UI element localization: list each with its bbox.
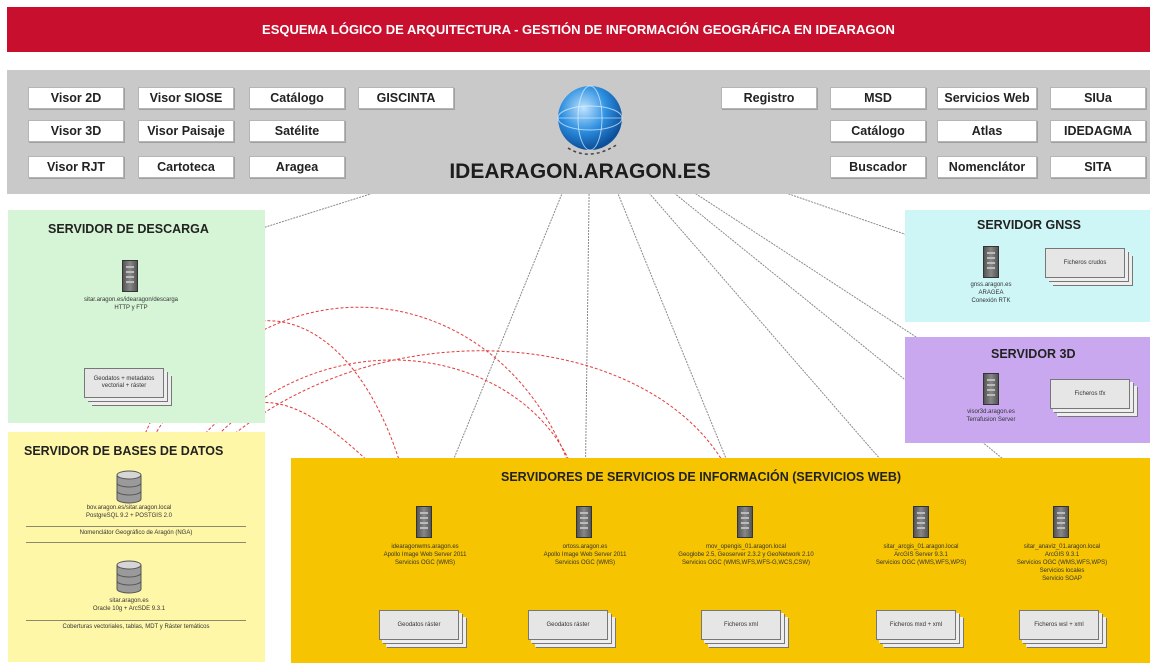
db1-sub: PostgreSQL 9.2 + POSTGIS 2.0 bbox=[86, 513, 172, 519]
svc-server-line3: Servicios OGC (WMS) bbox=[555, 560, 615, 566]
database-icon bbox=[116, 560, 142, 594]
app-giscinta-button[interactable]: GISCINTA bbox=[358, 87, 454, 109]
db1-note: Nomenclátor Geográfico de Aragón (NGA) bbox=[79, 530, 193, 536]
zone-servicios-title: SERVIDORES DE SERVICIOS DE INFORMACIÓN (… bbox=[501, 470, 902, 484]
server-icon bbox=[576, 506, 592, 538]
app-atlas-button[interactable]: Atlas bbox=[937, 120, 1037, 142]
globe-icon[interactable] bbox=[548, 78, 632, 162]
app-catalogo-button[interactable]: Catálogo bbox=[249, 87, 345, 109]
svc-server-line2: Geoglobe 2.5, Geoserver 2.3.2 y GeoNetwo… bbox=[678, 552, 814, 558]
app-visor-paisaje-button[interactable]: Visor Paisaje bbox=[138, 120, 234, 142]
divider bbox=[26, 526, 246, 527]
db2-label: sitar.aragon.es bbox=[109, 598, 149, 604]
zone-3d-title: SERVIDOR 3D bbox=[991, 347, 1076, 361]
svc-server-line3: Servicios OGC (WMS,WFS,WFS-G,WCS,CSW) bbox=[682, 560, 810, 566]
divider bbox=[26, 620, 246, 621]
zone-bases-datos-title: SERVIDOR DE BASES DE DATOS bbox=[24, 444, 224, 458]
descarga-doc: Geodatos + metadatos vectorial + ráster bbox=[84, 368, 164, 398]
3d-server-sub: Terrafusion Server bbox=[966, 417, 1016, 423]
svc-server-line2: ArcGIS Server 9.3.1 bbox=[894, 552, 948, 558]
db2-note: Coberturas vectoriales, tablas, MDT y Rá… bbox=[62, 624, 210, 630]
gnss-doc: Ficheros crudos bbox=[1045, 248, 1125, 278]
app-registro-button[interactable]: Registro bbox=[721, 87, 817, 109]
zone-servicios: SERVIDORES DE SERVICIOS DE INFORMACIÓN (… bbox=[291, 458, 1150, 663]
zone-descarga-title: SERVIDOR DE DESCARGA bbox=[48, 222, 209, 236]
app-satelite-button[interactable]: Satélite bbox=[249, 120, 345, 142]
svc-server-line3: Servicios OGC (WMS) bbox=[395, 560, 455, 566]
server-icon bbox=[737, 506, 753, 538]
app-visor-siose-button[interactable]: Visor SIOSE bbox=[138, 87, 234, 109]
3d-doc: Ficheros tfx bbox=[1050, 379, 1130, 409]
app-visor-rjt-button[interactable]: Visor RJT bbox=[28, 156, 124, 178]
app-nomenclator-button[interactable]: Nomenclátor bbox=[937, 156, 1037, 178]
svc-server-name: ortoss.aragon.es bbox=[562, 544, 608, 550]
svc-server-line4: Servicios locales bbox=[1039, 568, 1085, 574]
app-visor-2d-button[interactable]: Visor 2D bbox=[28, 87, 124, 109]
app-sita-button[interactable]: SITA bbox=[1050, 156, 1146, 178]
svc-doc: Ficheros mxd + xml bbox=[876, 610, 956, 640]
db1-label: bov.aragon.es/sitar.aragon.local bbox=[86, 505, 172, 511]
descarga-server-label: sitar.aragon.es/idearagon/descarga bbox=[83, 297, 179, 303]
3d-server-label: visor3d.aragon.es bbox=[967, 409, 1015, 415]
zone-bases-datos: SERVIDOR DE BASES DE DATOS bov.aragon.es… bbox=[8, 432, 265, 662]
svc-doc: Ficheros wsl + xml bbox=[1019, 610, 1099, 640]
svc-server-name: sitar_anaviz_01.aragon.local bbox=[1023, 544, 1101, 550]
descarga-server-sub: HTTP y FTP bbox=[114, 305, 148, 311]
svc-server-name: sitar_arcgis_01.aragon.local bbox=[883, 544, 959, 550]
page-title: ESQUEMA LÓGICO DE ARQUITECTURA - GESTIÓN… bbox=[7, 7, 1150, 52]
gnss-server-sub2: Conexión RTK bbox=[971, 298, 1011, 304]
zone-gnss: SERVIDOR GNSS gnss.aragon.es ARAGEA Cone… bbox=[905, 210, 1150, 322]
database-icon bbox=[116, 470, 142, 504]
svc-doc: Geodatos ráster bbox=[528, 610, 608, 640]
app-servicios-web-button[interactable]: Servicios Web bbox=[937, 87, 1037, 109]
server-icon bbox=[1053, 506, 1069, 538]
zone-descarga: SERVIDOR DE DESCARGA sitar.aragon.es/ide… bbox=[8, 210, 265, 423]
app-catalogo-right-button[interactable]: Catálogo bbox=[830, 120, 926, 142]
app-visor-3d-button[interactable]: Visor 3D bbox=[28, 120, 124, 142]
app-siua-button[interactable]: SIUa bbox=[1050, 87, 1146, 109]
gnss-server-sub1: ARAGEA bbox=[978, 290, 1004, 296]
svc-server-line2: Apollo Image Web Server 2011 bbox=[543, 552, 627, 558]
svc-server-line2: ArcGIS 9.3.1 bbox=[1044, 552, 1080, 558]
svc-server-name: mov_opengis_01.aragon.local bbox=[705, 544, 787, 550]
domain-label: IDEARAGON.ARAGON.ES bbox=[449, 160, 711, 183]
svc-server-name: idearagonwms.aragon.es bbox=[391, 544, 459, 550]
app-aragea-button[interactable]: Aragea bbox=[249, 156, 345, 178]
svc-doc: Geodatos ráster bbox=[379, 610, 459, 640]
gnss-server-label: gnss.aragon.es bbox=[970, 282, 1012, 288]
app-buscador-button[interactable]: Buscador bbox=[830, 156, 926, 178]
db2-sub: Oracle 10g + ArcSDE 9.3.1 bbox=[92, 606, 166, 612]
server-icon bbox=[983, 246, 999, 278]
app-msd-button[interactable]: MSD bbox=[830, 87, 926, 109]
server-icon bbox=[122, 260, 138, 292]
divider bbox=[26, 542, 246, 543]
svc-server-line3: Servicios OGC (WMS,WFS,WPS) bbox=[875, 560, 967, 566]
zone-3d: SERVIDOR 3D visor3d.aragon.es Terrafusio… bbox=[905, 337, 1150, 443]
app-idedagma-button[interactable]: IDEDAGMA bbox=[1050, 120, 1146, 142]
svc-server-line2: Apollo Image Web Server 2011 bbox=[383, 552, 467, 558]
svc-doc: Ficheros xml bbox=[701, 610, 781, 640]
server-icon bbox=[913, 506, 929, 538]
server-icon bbox=[983, 373, 999, 405]
svc-server-line5: Servicio SOAP bbox=[1042, 576, 1082, 582]
svc-server-line3: Servicios OGC (WMS,WFS,WPS) bbox=[1016, 560, 1108, 566]
server-icon bbox=[416, 506, 432, 538]
zone-gnss-title: SERVIDOR GNSS bbox=[977, 218, 1081, 232]
app-cartoteca-button[interactable]: Cartoteca bbox=[138, 156, 234, 178]
